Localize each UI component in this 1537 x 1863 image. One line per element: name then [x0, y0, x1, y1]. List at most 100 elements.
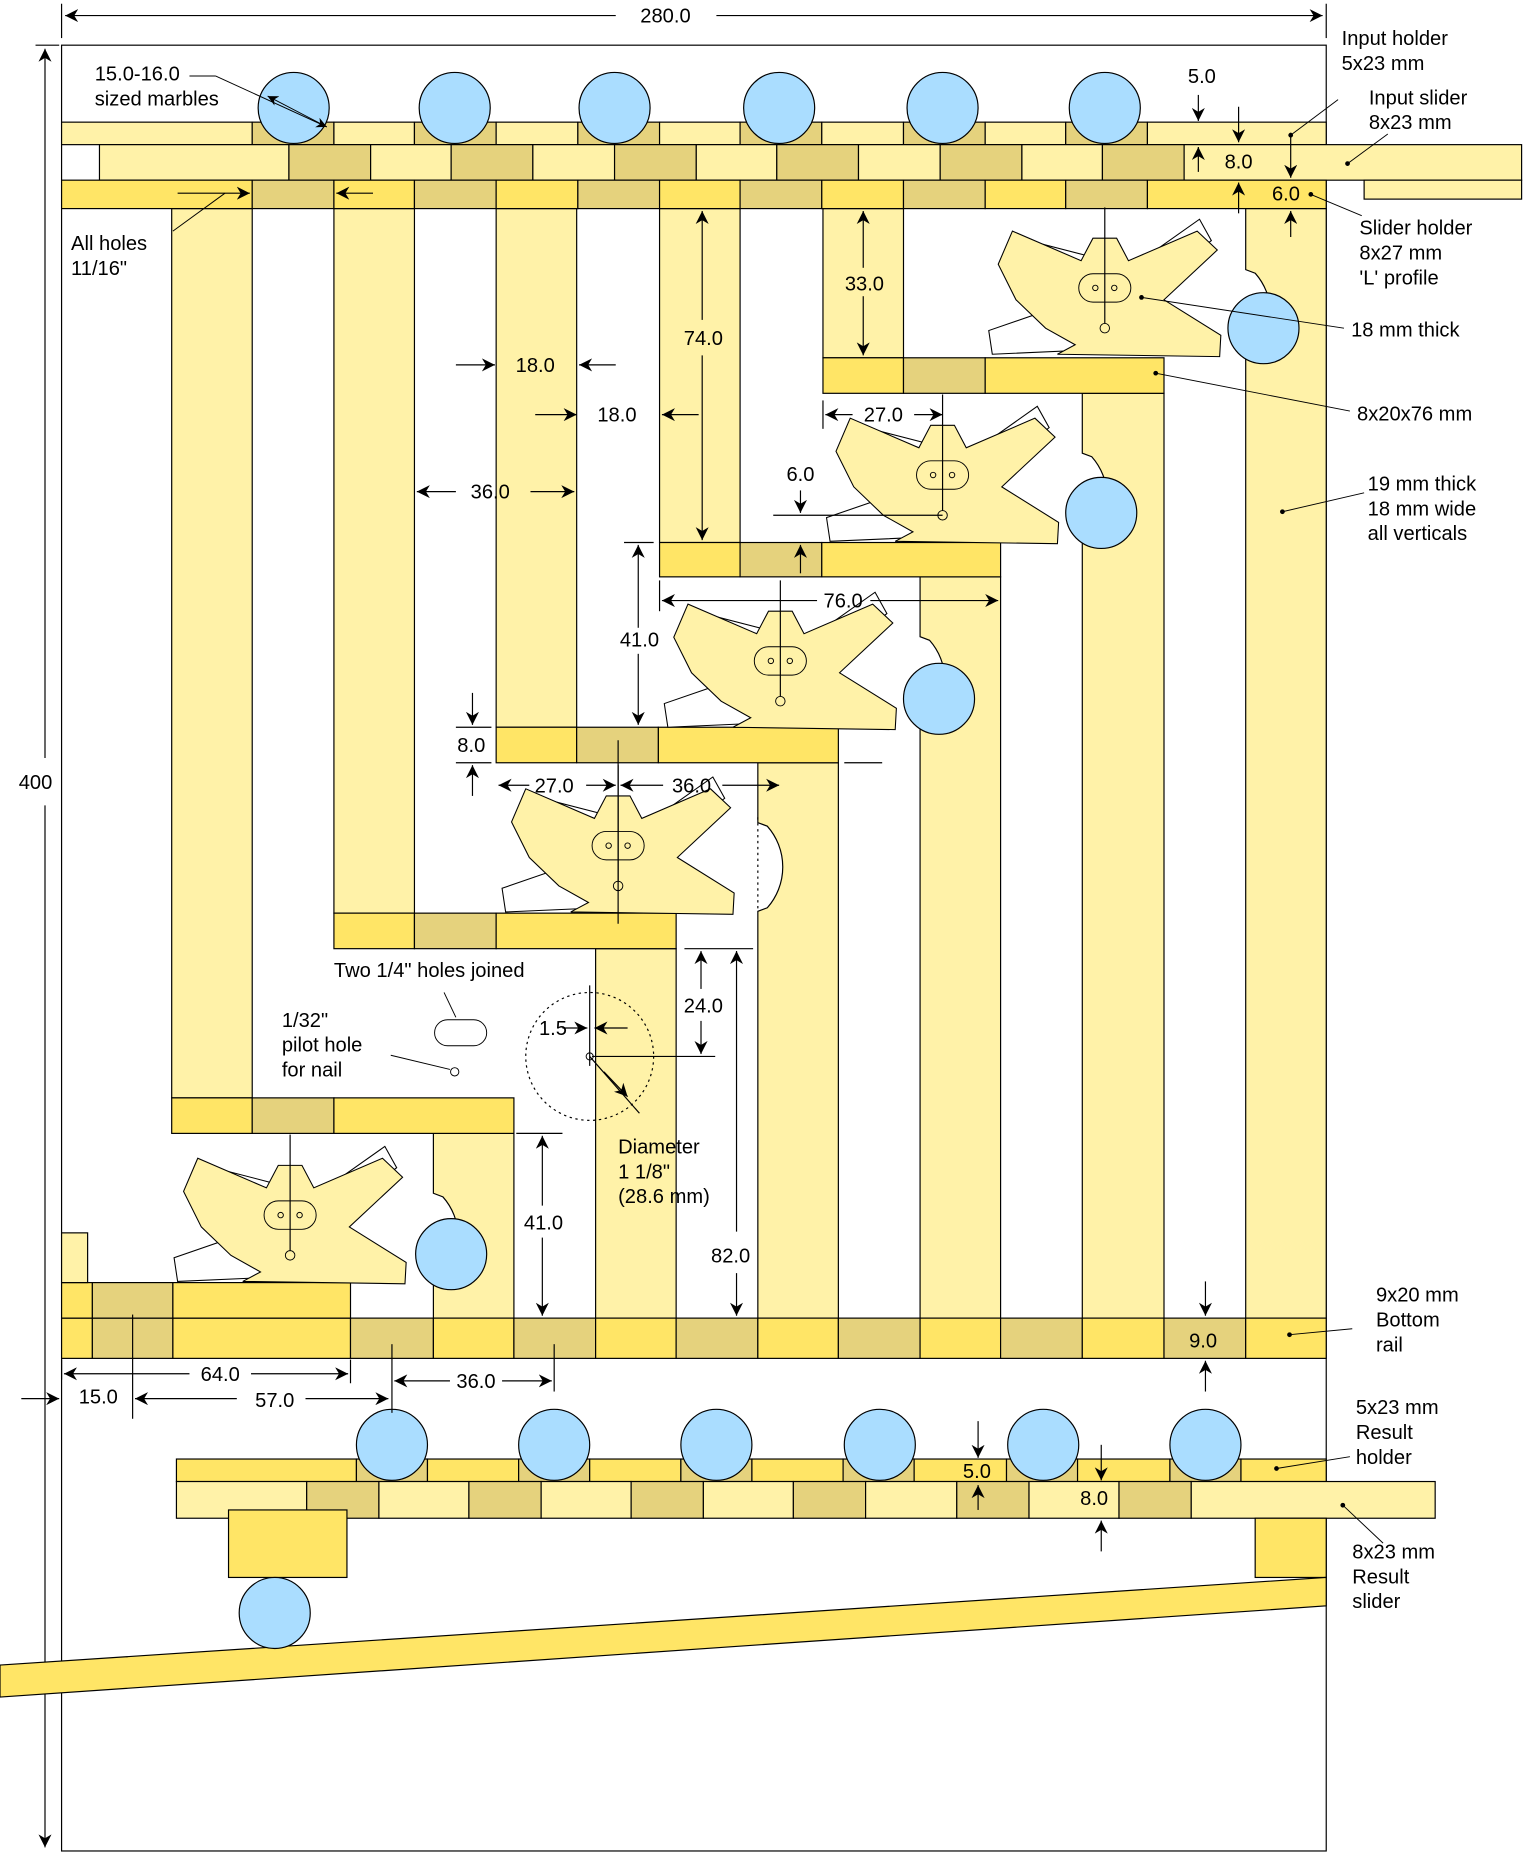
flipflop-marble: [1065, 476, 1138, 550]
result-slider-segment: [702, 1480, 794, 1519]
bottom-rail-hole: [999, 1317, 1083, 1359]
slider-holder-segment: [495, 179, 579, 210]
dim-lower-step-rise: 41.0: [524, 1212, 563, 1234]
input-holder-segment: [495, 121, 579, 146]
input-slider-segment: [532, 144, 616, 181]
step-rail-segment: [495, 726, 578, 764]
dimension-annotations: 5.0 8.0 6.0 33.0 74.0 18.0 18.0 36.0: [21, 66, 1300, 1552]
bottom-rail-segment: [919, 1317, 1002, 1359]
callout-step-piece: 8x20x76 mm: [1357, 404, 1472, 426]
input-slider-hole: [776, 144, 860, 181]
flipflop-marble: [902, 662, 976, 735]
flipflop-hole: [277, 1211, 284, 1219]
input-slider-segment: [1021, 144, 1104, 181]
joined-holes-slot: [434, 1019, 488, 1047]
input-holder-segment: [658, 121, 741, 146]
input-marble: [743, 71, 816, 145]
dim-column-pitch: 36.0: [471, 482, 510, 504]
pilot-hole: [450, 1067, 460, 1077]
callout-result-holder: 5x23 mm Result holder: [1356, 1397, 1444, 1469]
result-holder-segment: [1076, 1458, 1171, 1483]
flipflop-hole: [1092, 284, 1099, 292]
input-slider-hole: [450, 144, 534, 181]
result-marble: [518, 1408, 591, 1481]
flipflop-hole: [767, 657, 775, 665]
result-slider-hole: [956, 1480, 1030, 1519]
bottom-rail-segment: [757, 1317, 839, 1359]
dim-step-length: 76.0: [824, 591, 863, 613]
flipflop-marble: [415, 1218, 488, 1291]
step-rail-segment: [171, 1097, 253, 1134]
lower-left-block: [60, 1282, 93, 1319]
flipflop-body: [182, 1157, 407, 1285]
dim-column-height: 82.0: [711, 1245, 750, 1267]
step-rail-hole-segment: [413, 912, 497, 950]
bottom-rail-hole: [1163, 1317, 1247, 1359]
input-marble: [257, 71, 330, 145]
callout-input-slider: Input slider 8x23 mm: [1369, 87, 1473, 134]
flipflop-hole: [929, 471, 937, 479]
dim-cutout-offset: 1.5: [539, 1018, 567, 1040]
result-slider-hole: [1118, 1480, 1192, 1519]
lower-left-post: [60, 1232, 89, 1284]
dim-input-slider-thickness: 8.0: [1225, 151, 1253, 173]
result-marble: [843, 1408, 916, 1481]
step-rail-segment: [333, 912, 416, 950]
result-holder-segment: [426, 1458, 520, 1483]
output-marble: [238, 1576, 311, 1650]
step-rail-segment: [495, 912, 677, 950]
dim-input-holder-drop: 5.0: [1188, 66, 1216, 88]
dim-pivot-offset: 6.0: [786, 464, 814, 486]
slider-holder-lip: [1363, 179, 1523, 200]
flipflop-body: [835, 417, 1060, 545]
input-holder-segment: [333, 121, 416, 146]
flipflop: [825, 394, 1060, 545]
input-slider-segment: [370, 144, 452, 181]
bottom-rail-hole: [675, 1317, 759, 1359]
flipflop-hole: [296, 1211, 303, 1219]
result-marble: [355, 1408, 429, 1481]
input-slider-segment: [98, 144, 290, 181]
input-holder-segment: [984, 121, 1067, 146]
input-holder-segment: [1146, 121, 1327, 146]
callout-marbles: 15.0-16.0 sized marbles: [95, 64, 219, 111]
input-slider-hole: [939, 144, 1023, 181]
step-rail-segment: [658, 541, 741, 578]
result-marble: [680, 1408, 753, 1481]
dim-bottom-rail-thickness: 9.0: [1189, 1331, 1217, 1353]
flipflop-hole: [605, 842, 612, 849]
step-rail-hole-segment: [902, 357, 986, 394]
input-slider-segment: [857, 144, 941, 181]
result-slider-segment: [1190, 1480, 1436, 1519]
dim-first-result: 57.0: [255, 1390, 294, 1412]
dim-second-step-drop: 74.0: [684, 328, 723, 350]
step-rail-hole-segment: [739, 541, 823, 578]
input-marble: [906, 71, 979, 145]
input-slider-segment: [695, 144, 778, 181]
result-slider-hole: [630, 1480, 704, 1519]
dim-vertical-gap: 18.0: [597, 405, 636, 427]
overall-height-dimension: 400: [19, 44, 60, 1848]
flipflop-hole: [948, 471, 956, 479]
overall-width-dimension: 280.0: [60, 3, 1327, 39]
marbles: [238, 71, 1300, 1650]
callout-pilot-hole: 1/32" pilot hole for nail: [282, 1010, 368, 1082]
flipflop-body: [510, 788, 735, 915]
result-holder-segment: [913, 1458, 1008, 1483]
flipflop-marble: [1227, 292, 1300, 365]
result-holder-segment: [589, 1458, 682, 1483]
dim-first-column: 64.0: [201, 1364, 240, 1386]
result-slider-hole: [468, 1480, 542, 1519]
vertical-columns: [171, 207, 1327, 1319]
result-slider-segment: [378, 1480, 470, 1519]
callout-result-slider: 8x23 mm Result slider: [1352, 1541, 1440, 1613]
bottom-rail-segment: [432, 1317, 515, 1359]
dim-cutout-depth: 24.0: [684, 996, 723, 1018]
dim-step-offset-upper: 27.0: [864, 405, 903, 427]
lower-left-block: [172, 1282, 352, 1319]
input-holder-segment: [60, 121, 253, 146]
callout-diameter: Diameter 1 1/8" (28.6 mm): [618, 1137, 710, 1209]
flipflops: [173, 207, 1222, 1285]
result-stop-block: [227, 1509, 348, 1579]
